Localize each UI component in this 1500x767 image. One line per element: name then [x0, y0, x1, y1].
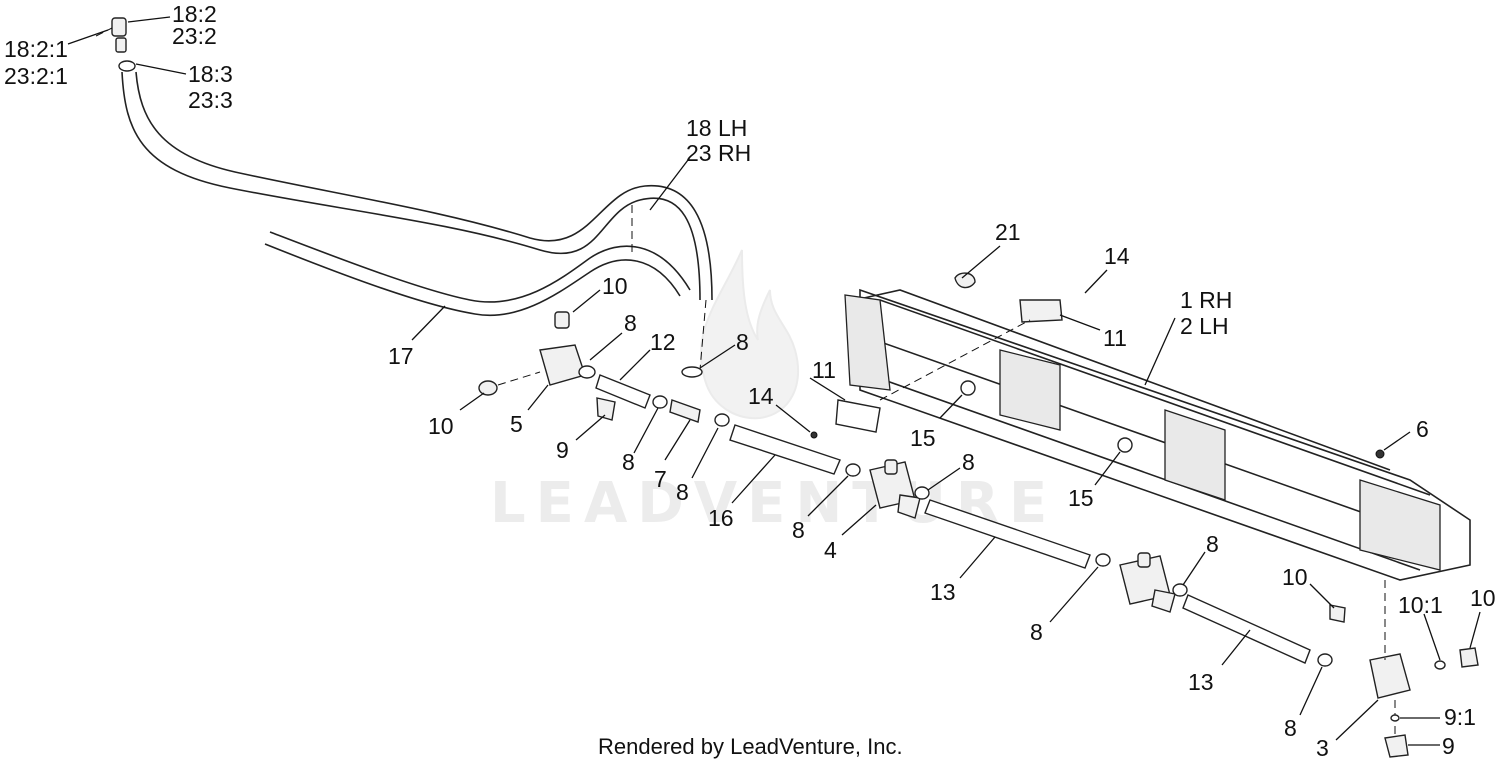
- nozzle-group-left: [478, 311, 881, 477]
- callout-15-upper: 15: [910, 425, 936, 451]
- callout-17: 17: [388, 343, 414, 369]
- boom-frame: [844, 272, 1471, 581]
- watermark: LEADVENTURE: [490, 249, 1057, 536]
- frame-gusset-2: [1164, 409, 1226, 501]
- callout-2-lh: 2 LH: [1180, 313, 1229, 339]
- callout-8-left: 8: [622, 449, 635, 475]
- clamp-plate-11: [1019, 299, 1063, 323]
- callout-8-mid-top: 8: [962, 449, 975, 475]
- callout-8-mid-left: 8: [792, 517, 805, 543]
- bolt-6: [1375, 449, 1385, 459]
- callout-18-2-1: 18:2:1: [4, 36, 68, 62]
- callout-8-top: 8: [624, 310, 637, 336]
- nozzle-group-right: [1119, 552, 1479, 758]
- hose-clamp-top: [118, 60, 136, 72]
- callout-10-right: 10: [1282, 564, 1308, 590]
- callout-18-3: 18:3: [188, 61, 233, 87]
- callout-10-left: 10: [428, 413, 454, 439]
- nozzle-body-5: [539, 344, 586, 386]
- callout-13-right: 13: [1188, 669, 1214, 695]
- callout-18-2: 18:2: [172, 1, 217, 27]
- callout-11-plate: 11: [1103, 325, 1127, 351]
- callout-11-cover: 11: [812, 357, 836, 383]
- hose-cap-fitting: [111, 17, 127, 37]
- callout-8-bottom: 8: [1284, 715, 1297, 741]
- callout-23-2: 23:2: [172, 23, 217, 49]
- callout-18-lh: 18 LH: [686, 115, 747, 141]
- callout-14-cover: 14: [748, 383, 774, 409]
- callout-8-right-top: 8: [1206, 531, 1219, 557]
- callout-23-rh: 23 RH: [686, 140, 751, 166]
- callout-8-right-left: 8: [1030, 619, 1043, 645]
- callout-23-3: 23:3: [188, 87, 233, 113]
- watermark-text: LEADVENTURE: [490, 471, 1057, 536]
- frame-gusset-1: [999, 349, 1061, 431]
- callout-14-plate: 14: [1104, 243, 1130, 269]
- frame-gusset-3: [1359, 479, 1441, 571]
- hose-barb-fitting: [115, 37, 127, 53]
- tube-13a: [924, 499, 1091, 569]
- callout-16: 16: [708, 505, 734, 531]
- callout-5: 5: [510, 411, 523, 437]
- nozzle-group-middle: [869, 459, 1111, 569]
- callout-8-hose: 8: [736, 329, 749, 355]
- credit-text: Rendered by LeadVenture, Inc.: [598, 734, 903, 759]
- nozzle-body-3: [1369, 653, 1411, 699]
- callout-9-1: 9:1: [1444, 704, 1476, 730]
- callout-12: 12: [650, 329, 676, 355]
- grommet-15b: [1117, 437, 1133, 453]
- callout-3: 3: [1316, 735, 1329, 761]
- callout-10-top: 10: [602, 273, 628, 299]
- tube-13b: [1182, 594, 1311, 664]
- callout-10-end: 10: [1470, 585, 1496, 611]
- callout-9-left: 9: [556, 437, 569, 463]
- callout-15-lower: 15: [1068, 485, 1094, 511]
- tee-7: [669, 399, 701, 423]
- cover-11: [835, 399, 881, 433]
- hose-assembly: [95, 17, 713, 371]
- callout-1-rh: 1 RH: [1180, 287, 1232, 313]
- tube-12: [595, 374, 651, 409]
- clip-21: [954, 272, 976, 289]
- frame-end-plate-left: [844, 294, 891, 391]
- callout-labels: 18:2 23:2 18:2:1 23:2:1 18:3 23:3 18 LH …: [4, 1, 1496, 761]
- callout-8-tee: 8: [676, 479, 689, 505]
- grommet-15a: [960, 380, 976, 396]
- callout-23-2-1: 23:2:1: [4, 63, 68, 89]
- callout-7: 7: [654, 466, 667, 492]
- callout-13-mid: 13: [930, 579, 956, 605]
- leader-lines: [67, 16, 1481, 746]
- callout-4: 4: [824, 537, 837, 563]
- callout-21: 21: [995, 219, 1021, 245]
- tube-16: [729, 424, 841, 475]
- callout-9-bottom: 9: [1442, 733, 1455, 759]
- callout-6: 6: [1416, 416, 1429, 442]
- callout-10-1: 10:1: [1398, 592, 1443, 618]
